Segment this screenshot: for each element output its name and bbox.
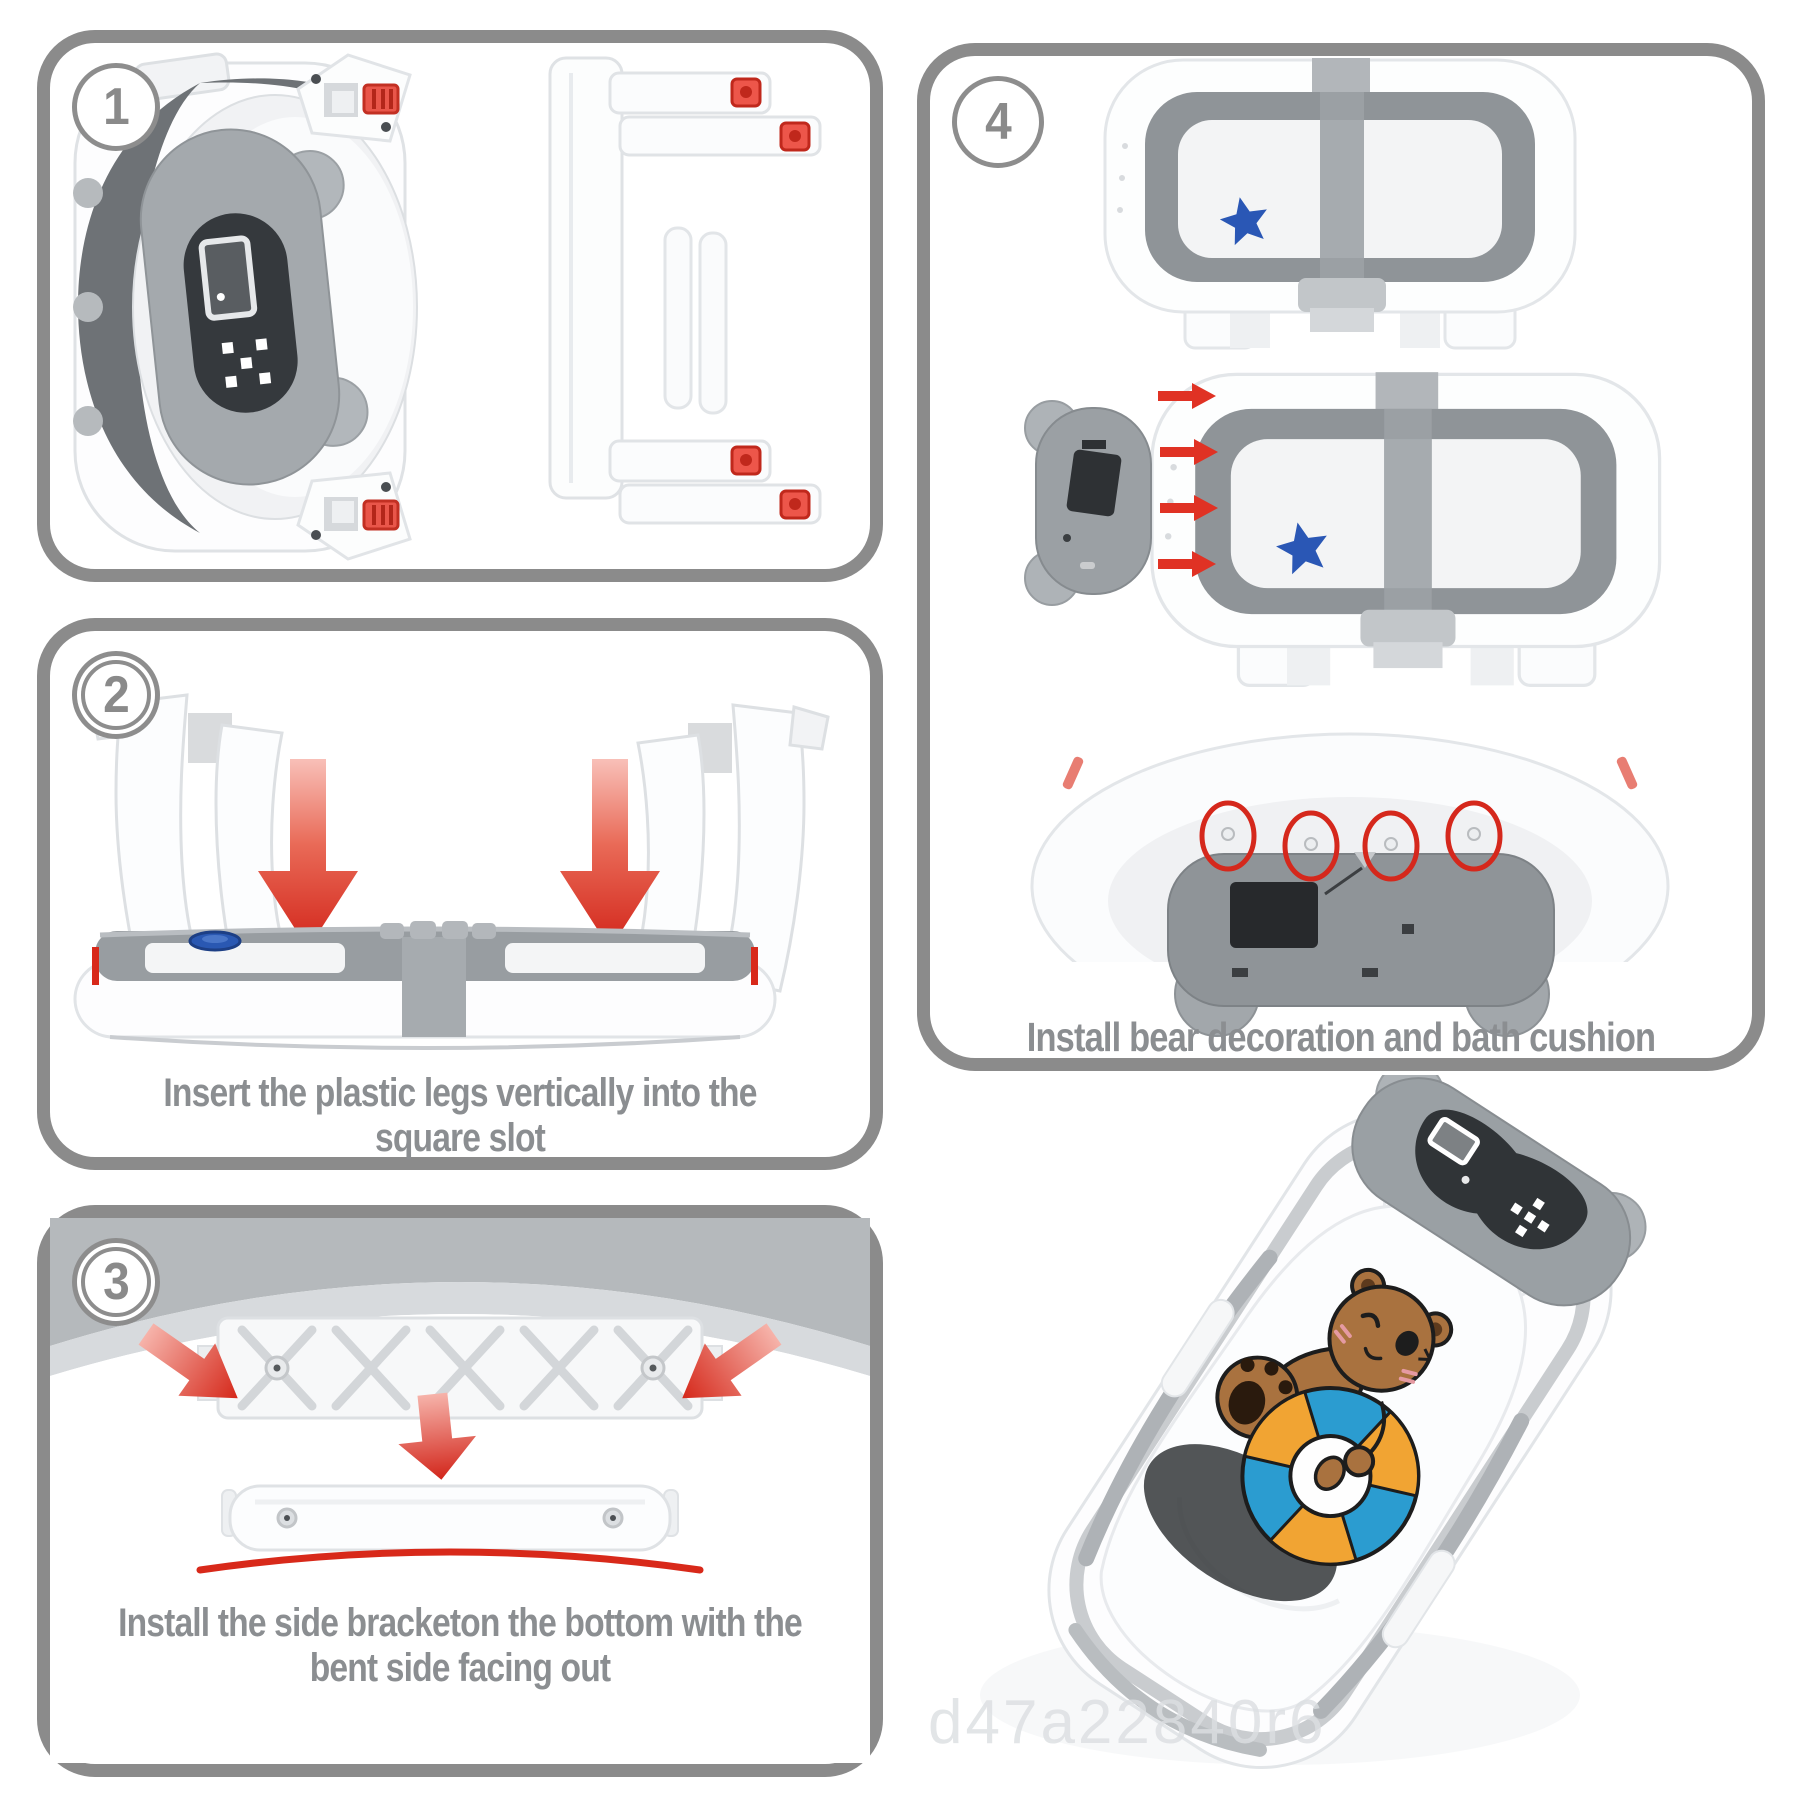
step-panel-3: 3: [37, 1205, 883, 1777]
step-3-number: 3: [102, 1253, 130, 1311]
legs-insert-illustration: [73, 693, 830, 1050]
folded-tub-and-frame-illustration: [73, 52, 822, 561]
side-bracket-illustration: [50, 1218, 870, 1763]
bear-panel-back: [1024, 400, 1152, 606]
lcd-display: [1427, 1117, 1480, 1166]
step-2-caption: Insert the plastic legs vertically into …: [163, 1071, 757, 1161]
bear-underside: [1167, 852, 1555, 1037]
support-frame: [548, 56, 822, 525]
bear-display-panel-folded: [139, 128, 369, 486]
tub-underside-view: [1018, 732, 1682, 1058]
pixel-x-icon: [221, 338, 272, 388]
folded-base: [73, 921, 777, 1050]
assembled-tub-photo: d47a22840r6: [920, 1061, 1760, 1800]
swim-ring: [1240, 1386, 1421, 1567]
screw-point-markers: [1199, 800, 1503, 882]
pixel-cross-icon: [1510, 1197, 1550, 1238]
step-4-number: 4: [984, 93, 1012, 151]
bear-decoration-illustration: [1018, 56, 1682, 1058]
bear-print: [1215, 1267, 1454, 1567]
step-2-number: 2: [102, 666, 130, 724]
bear-head-panel: [1351, 1061, 1647, 1307]
step-3-badge: 3: [72, 1238, 160, 1326]
step-1-badge: 1: [72, 63, 160, 151]
red-lock-buttons: [730, 77, 811, 520]
tub-with-bear-attachment: [1024, 372, 1660, 685]
step-2-badge: 2: [72, 651, 160, 739]
side-bracket-piece: [196, 1392, 704, 1574]
step-panel-1: 1: [37, 30, 883, 582]
bend-direction-line: [196, 1548, 704, 1574]
down-arrow-icon: [398, 1392, 476, 1480]
step-panel-2: 2: [37, 618, 883, 1170]
assembled-tub-illustration: [980, 1061, 1647, 1770]
step-3-caption: Install the side bracketon the bottom wi…: [118, 1601, 803, 1691]
tub-top-view: [1105, 58, 1575, 348]
folded-tub-top-view: [73, 52, 418, 561]
bracket-slot: [197, 1316, 723, 1420]
assembled-tub: [1047, 1061, 1647, 1770]
step-4-badge: 4: [952, 76, 1044, 168]
step-4-caption: Install bear decoration and bath cushion: [1026, 1014, 1656, 1060]
step-panel-4: 4: [917, 43, 1765, 1071]
step-1-number: 1: [102, 78, 130, 136]
